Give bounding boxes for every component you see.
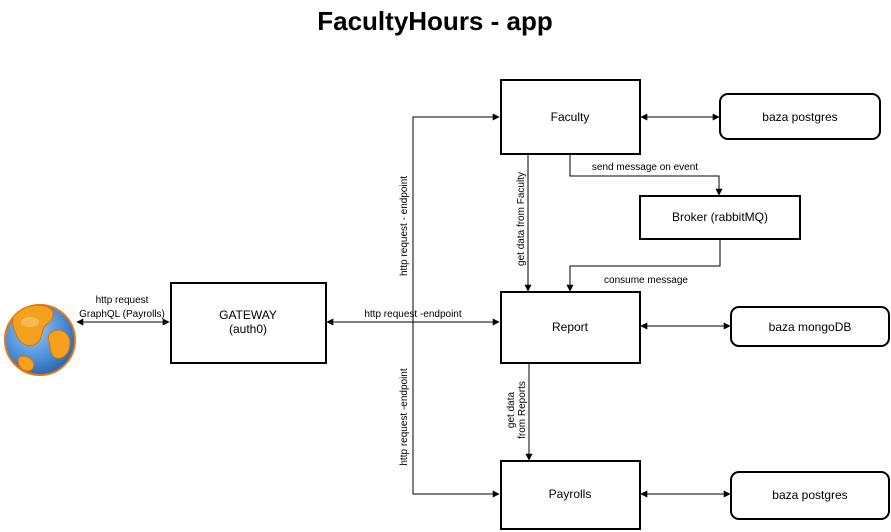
node-broker[interactable]: Broker (rabbitMQ) <box>639 195 801 240</box>
node-faculty-label: Faculty <box>551 110 590 124</box>
node-report-label: Report <box>552 320 589 334</box>
edge-label-gateway-faculty: http request - endpoint <box>399 176 410 276</box>
edge-gateway-payrolls <box>412 322 500 498</box>
node-db-faculty-label: baza postgres <box>762 110 837 124</box>
node-gateway-label-1: GATEWAY <box>219 308 277 322</box>
edge-broker-report <box>566 240 721 292</box>
globe-icon <box>4 304 76 376</box>
edge-label-client-gateway-1: http request <box>96 295 149 306</box>
node-payrolls[interactable]: Payrolls <box>500 460 641 530</box>
diagram-title: FacultyHours - app <box>317 6 552 36</box>
node-gateway-label-2: (auth0) <box>229 322 267 336</box>
node-db-faculty[interactable]: baza postgres <box>719 93 881 140</box>
node-report[interactable]: Report <box>500 291 641 364</box>
edge-gateway-faculty <box>412 113 500 322</box>
edge-label-report-payrolls-2: from Reports <box>517 381 528 439</box>
node-gateway[interactable]: GATEWAY (auth0) <box>170 282 327 364</box>
node-db-report-label: baza mongoDB <box>769 320 852 334</box>
node-faculty[interactable]: Faculty <box>500 79 641 155</box>
node-db-payrolls[interactable]: baza postgres <box>730 471 890 520</box>
edge-label-client-gateway-2: GraphQL (Payrolls) <box>79 309 165 320</box>
node-broker-label: Broker (rabbitMQ) <box>672 210 768 224</box>
edge-label-report-payrolls-1: get data <box>506 391 517 428</box>
node-payrolls-label: Payrolls <box>549 487 592 501</box>
node-db-payrolls-label: baza postgres <box>772 488 847 502</box>
edge-label-faculty-broker: send message on event <box>592 162 698 173</box>
edge-label-gateway-payrolls: http request -endpoint <box>399 368 410 466</box>
edge-label-broker-report: consume message <box>604 275 688 286</box>
node-db-report[interactable]: baza mongoDB <box>730 306 890 347</box>
edge-faculty-broker <box>569 155 723 196</box>
edge-label-faculty-report: get data from Faculty <box>516 172 527 266</box>
